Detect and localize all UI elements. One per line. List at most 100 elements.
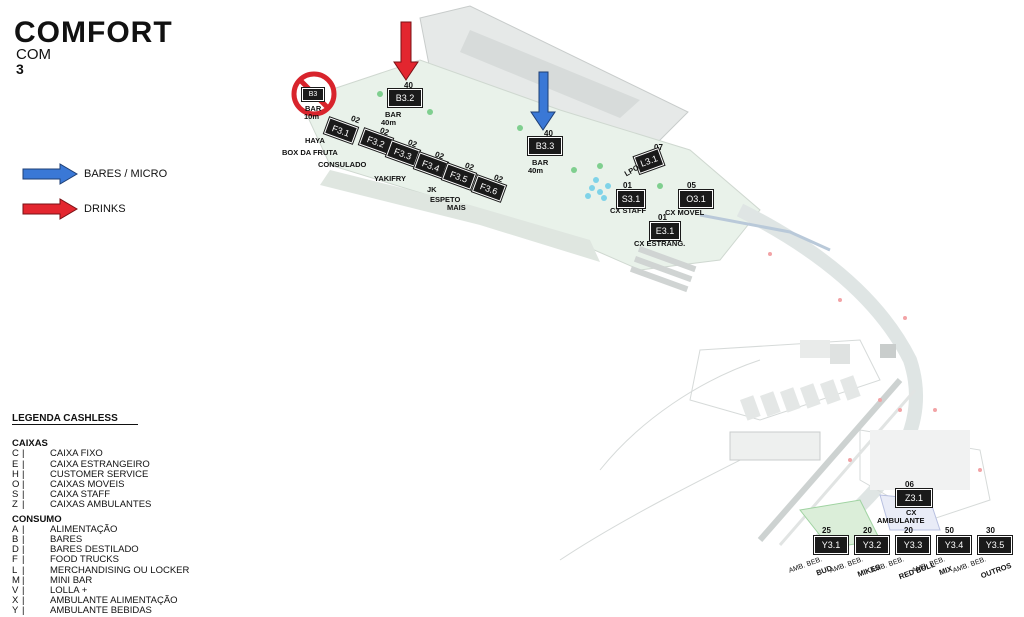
crossed-bar-label: BAR	[305, 104, 322, 113]
legend-text: AMBULANTE ALIMENTAÇÃO	[50, 595, 178, 607]
legend-code: E	[12, 458, 19, 470]
legend-code: H	[12, 468, 19, 480]
food-label: ESPETO	[430, 195, 461, 204]
legend-row: D| BARES DESTILADO	[12, 545, 252, 555]
legend-separator: |	[22, 534, 25, 546]
amb-code: Y3.5	[978, 536, 1012, 554]
legend-separator: |	[22, 574, 25, 586]
map-arrows	[393, 21, 556, 131]
amb-count: 50	[945, 526, 954, 535]
bar-label: BAR	[385, 110, 402, 119]
legend-separator: |	[22, 605, 25, 617]
legend-separator: |	[22, 564, 25, 576]
venue-map	[299, 5, 991, 561]
red-arrow-icon	[393, 21, 419, 81]
bar-code: B3.3	[528, 137, 562, 155]
legend-row: E| CAIXA ESTRANGEIRO	[12, 458, 252, 470]
blue-arrow-icon	[530, 71, 556, 131]
legend-code: Z	[12, 499, 18, 511]
legend-text: CAIXA STAFF	[50, 489, 111, 501]
cx-count: 01	[623, 181, 632, 190]
amb-code: Y3.4	[937, 536, 971, 554]
page-subtitle: COM	[16, 46, 51, 63]
food-label: HAYA	[305, 136, 325, 145]
bar-label: BAR	[532, 158, 549, 167]
legend-separator: |	[22, 468, 25, 480]
cx-code: E3.1	[650, 222, 680, 240]
legend-title: LEGENDA CASHLESS	[12, 413, 138, 426]
bar-distance: 40m	[528, 166, 544, 175]
cx-count: 05	[687, 181, 696, 190]
legend-code: X	[12, 595, 19, 607]
legend-separator: |	[22, 523, 25, 535]
legend-separator: |	[22, 544, 25, 556]
cx-code: S3.1	[617, 190, 645, 208]
legend-arrow-drinks-label: DRINKS	[84, 203, 126, 215]
cx-label: CX	[906, 508, 917, 517]
legend-text: MERCHANDISING OU LOCKER	[50, 564, 190, 576]
food-label: CONSULADO	[318, 160, 367, 169]
legend-separator: |	[22, 458, 25, 470]
amb-count: 20	[904, 526, 913, 535]
legend-code: B	[12, 534, 19, 546]
legend-text: CAIXAS MOVEIS	[50, 479, 125, 491]
legend-row: B| BARES	[12, 534, 252, 546]
amb-code: Y3.1	[814, 536, 848, 554]
legend-text: AMBULANTE BEBIDAS	[50, 605, 152, 617]
legend-code: F	[12, 554, 18, 566]
legend-code: L	[12, 564, 18, 576]
legend-caixas-title: CAIXAS	[12, 438, 48, 450]
legend-text: CUSTOMER SERVICE	[50, 468, 149, 480]
cx-count: 07	[654, 143, 663, 152]
legend-separator: |	[22, 448, 25, 460]
amb-count: 25	[822, 526, 831, 535]
cx-count: 06	[905, 480, 914, 489]
bar-count: 40	[404, 81, 413, 90]
legend-separator: |	[22, 479, 25, 491]
food-label: BOX DA FRUTA	[282, 148, 338, 157]
page-subtitle-number: 3	[16, 61, 24, 77]
food-label: MAIS	[447, 203, 466, 212]
legend-arrow-bares: BARES / MICRO	[22, 163, 167, 185]
legend-arrow-bares-label: BARES / MICRO	[84, 168, 168, 180]
legend-separator: |	[22, 499, 25, 511]
cx-label: CX STAFF	[610, 206, 647, 215]
crossed-bar-code: B3	[302, 88, 324, 101]
legend-text: FOOD TRUCKS	[50, 554, 119, 566]
amb-count: 20	[863, 526, 872, 535]
red-arrow-icon	[22, 198, 78, 220]
legend-code: Y	[12, 605, 19, 617]
legend-text: CAIXAS AMBULANTES	[50, 499, 152, 511]
legend-row: S|CAIXA STAFF	[12, 490, 252, 500]
bar-count: 40	[544, 129, 553, 138]
cx-count: 01	[658, 213, 667, 222]
amb-count: 30	[986, 526, 995, 535]
legend-row: A|ALIMENTAÇÃO	[12, 523, 252, 535]
legend-arrow-drinks: DRINKS	[22, 198, 126, 220]
bar-distance: 40m	[381, 118, 397, 127]
cx-label: CX MOVEL	[665, 208, 705, 217]
amb-code: Y3.3	[896, 536, 930, 554]
cx-label: AMBULANTE	[877, 516, 925, 525]
legend-code: O	[12, 479, 20, 491]
legend-text: BARES	[50, 534, 83, 546]
legend-text: ALIMENTAÇÃO	[50, 523, 118, 535]
legend-code: D	[12, 544, 19, 556]
legend-code: S	[12, 489, 19, 501]
food-label: JK	[427, 185, 437, 194]
legend-code: M	[12, 574, 20, 586]
legend-code: C	[12, 448, 19, 460]
legend-row: F | FOOD TRUCKS	[12, 555, 252, 565]
legend-separator: |	[22, 554, 25, 566]
blue-arrow-icon	[22, 163, 78, 185]
legend-row: X|AMBULANTE ALIMENTAÇÃO	[12, 596, 252, 606]
crossed-bar-distance: 10m	[304, 112, 320, 121]
legend-text: CAIXA ESTRANGEIRO	[50, 458, 150, 470]
page-title: COMFORT	[14, 16, 173, 49]
amb-code: Y3.2	[855, 536, 889, 554]
legend-text: BARES DESTILADO	[50, 544, 139, 556]
cx-code: O3.1	[679, 190, 713, 208]
legend-row: Y| AMBULANTE BEBIDAS	[12, 606, 252, 616]
legend-row: C|CAIXA FIXO	[12, 449, 252, 459]
